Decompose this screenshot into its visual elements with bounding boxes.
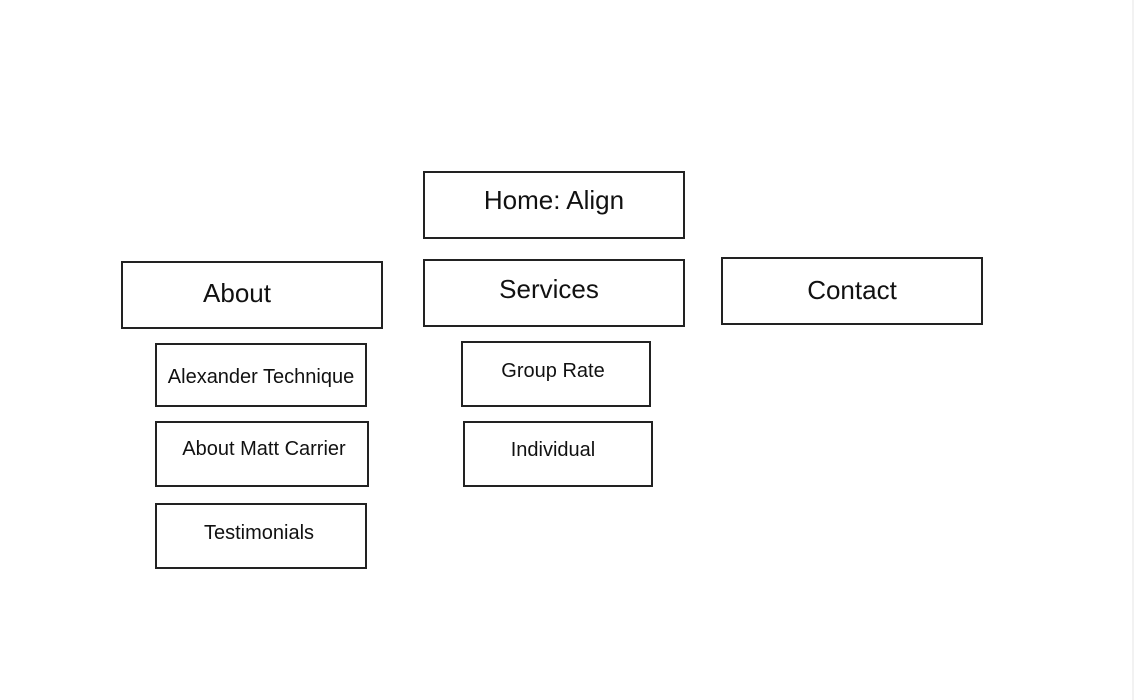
about-label: About: [203, 278, 271, 308]
testimonials-node: Testimonials: [155, 503, 367, 569]
home-node: Home: Align: [423, 171, 685, 239]
contact-node: Contact: [721, 257, 983, 325]
individual-node: Individual: [463, 421, 653, 487]
group-rate-node: Group Rate: [461, 341, 651, 407]
contact-label: Contact: [807, 275, 897, 305]
services-node: Services: [423, 259, 685, 327]
about-matt-carrier-label: About Matt Carrier: [182, 438, 346, 460]
alexander-technique-label: Alexander Technique: [167, 366, 355, 388]
individual-label: Individual: [510, 439, 596, 461]
about-matt-carrier-node: About Matt Carrier: [155, 421, 369, 487]
about-node: About: [121, 261, 383, 329]
page-edge: [1132, 0, 1134, 700]
group-rate-label: Group Rate: [501, 360, 605, 382]
alexander-technique-node: Alexander Technique: [155, 343, 367, 407]
home-label: Home: Align: [483, 185, 625, 215]
testimonials-label: Testimonials: [203, 522, 315, 544]
services-label: Services: [499, 274, 599, 304]
